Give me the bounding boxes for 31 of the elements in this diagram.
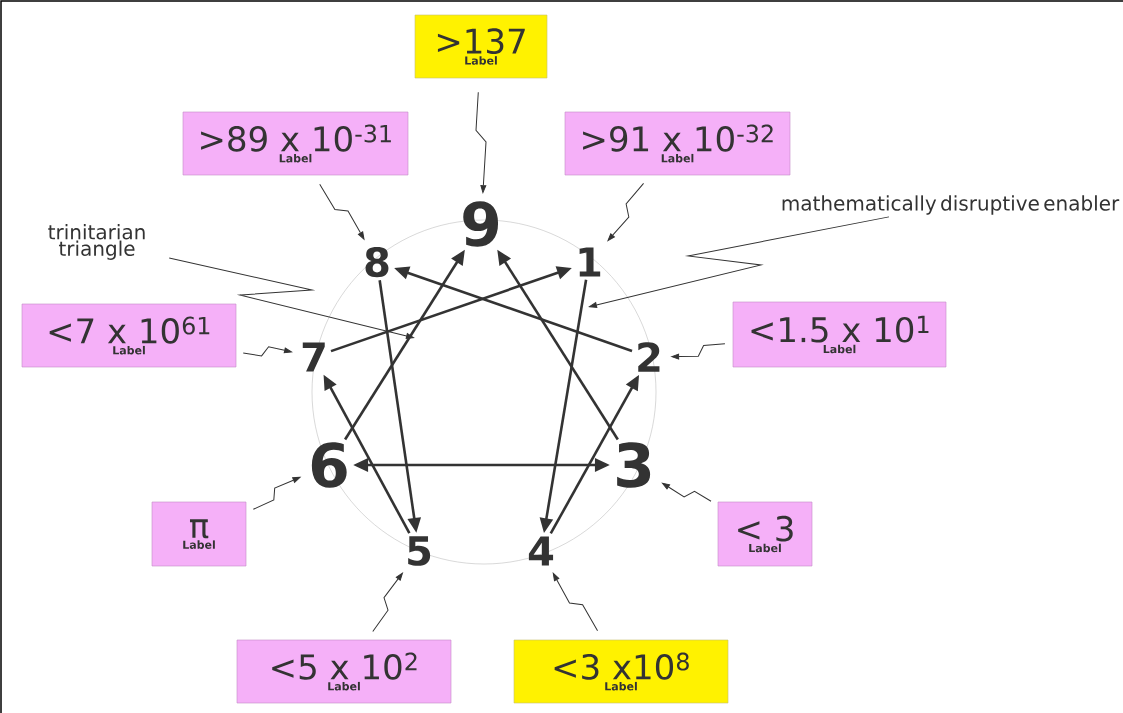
callout-text: trinitarian triangle [48, 224, 145, 260]
point-number: 4 [528, 536, 554, 566]
lightning-arrow [319, 183, 365, 240]
point-number: 3 [617, 442, 651, 488]
point-number: 7 [302, 342, 325, 372]
callout-text: mathematically disruptive enabler [782, 195, 1120, 215]
point-number: 1 [579, 247, 601, 277]
lightning-arrow [372, 572, 403, 632]
point-number: 9 [463, 201, 499, 247]
value-box: <7 x 10$^{61}$ Label [21, 303, 237, 368]
point-number: 2 [638, 342, 660, 372]
point-number: 6 [311, 442, 347, 488]
lightning-arrow [671, 343, 726, 360]
leader-line [589, 216, 890, 308]
point-number: 5 [408, 536, 431, 566]
value-box: π Label [151, 501, 247, 567]
value-box: >137 Label [414, 14, 548, 79]
lightning-arrow [242, 346, 292, 357]
point-number: 8 [365, 246, 389, 278]
lightning-arrow [552, 572, 599, 632]
lightning-arrow [661, 482, 712, 502]
value-box: < 3 Label [717, 501, 813, 567]
leader-line [168, 257, 414, 339]
value-box: >91 x 10$^{-32}$ Label [564, 111, 791, 176]
value-box: >89 x 10$^{-31}$ Label [182, 111, 409, 176]
lightning-arrow [607, 182, 645, 242]
lightning-arrow [475, 91, 487, 194]
value-box: <1.5 x 10$^{1}$ Label [732, 301, 947, 368]
lightning-arrow [252, 476, 301, 510]
value-box: <5 x 10$^{2}$ Label [236, 639, 452, 704]
value-box: <3 x10$^{8}$ Label [513, 639, 729, 704]
